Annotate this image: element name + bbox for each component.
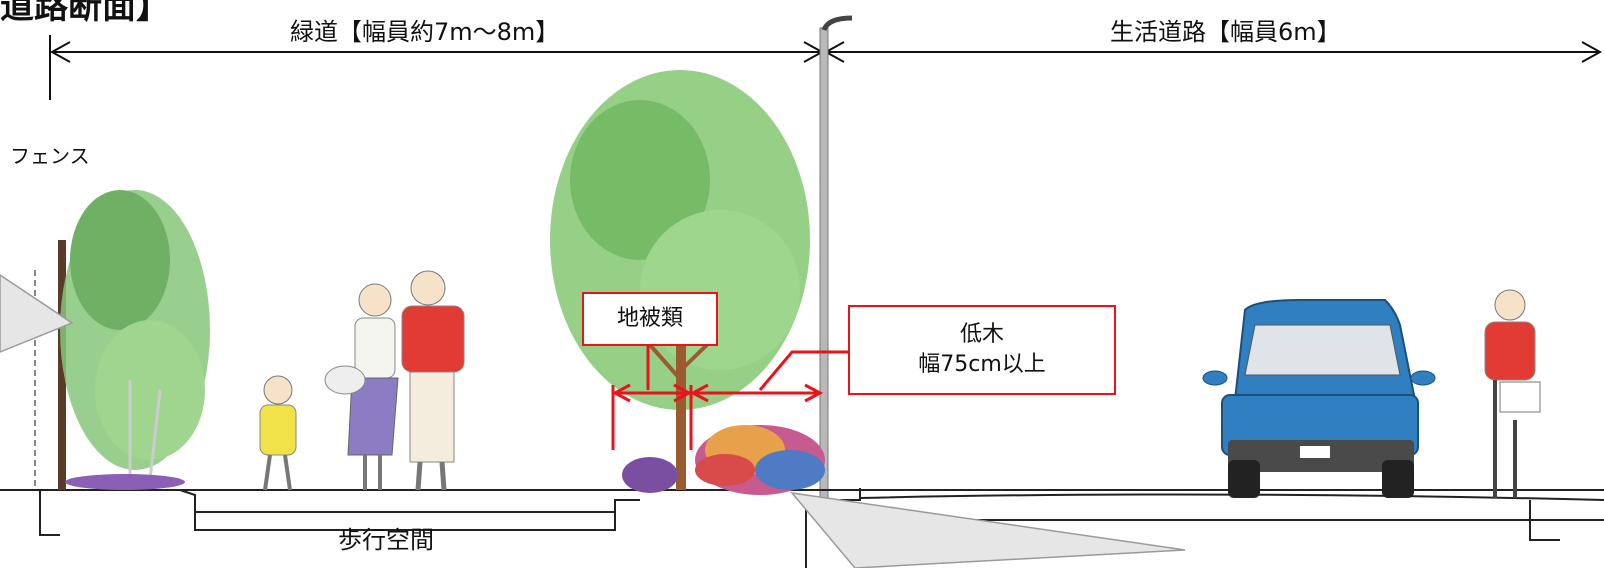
- fence: [34, 240, 66, 490]
- fence-label: フェンス: [10, 144, 90, 168]
- ground-cover-label: 地被類: [616, 306, 683, 332]
- woman-pedestrian: [324, 283, 399, 490]
- car: [1202, 299, 1436, 498]
- street-lamp: [819, 15, 853, 499]
- shrub-label-line1: 低木: [959, 322, 1004, 348]
- flower-bed: [622, 425, 825, 495]
- ground-cover-callout: 地被類: [582, 292, 718, 346]
- annotation-marks: [611, 342, 848, 450]
- child-pedestrian: [259, 375, 297, 491]
- fence-shrub: [60, 190, 210, 490]
- greenway-width-label: 緑道【幅員約7m～8m】: [290, 18, 560, 46]
- walkway-label: 歩行空間: [338, 526, 434, 554]
- cyclist: [1484, 289, 1541, 498]
- man-pedestrian: [401, 270, 465, 491]
- road-width-label: 生活道路【幅員6m】: [1110, 18, 1341, 46]
- section-title: 道路断面】: [0, 0, 170, 27]
- shrub-label-line2: 幅75cm以上: [918, 352, 1046, 377]
- bottom-callout-pointer: [790, 491, 1186, 568]
- left-callout-pointer: [0, 274, 74, 353]
- shrub-callout: 低木 幅75cm以上: [848, 305, 1116, 395]
- greenway-dimension-line: [49, 35, 825, 100]
